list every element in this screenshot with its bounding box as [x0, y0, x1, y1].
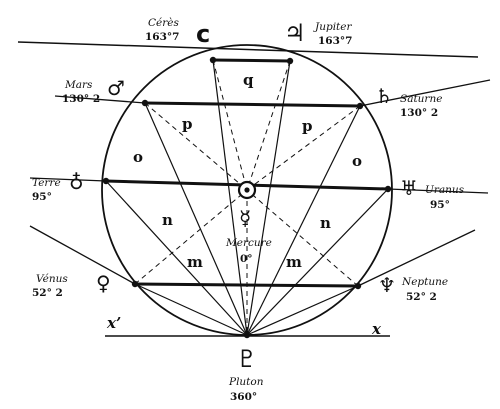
mercure-name: Mercure [225, 237, 272, 249]
zone-p-left: p [182, 115, 193, 133]
axis-x-prime-label: x’ [106, 314, 121, 332]
line-mars-oblique [54, 95, 146, 104]
saturne-value: 130° 2 [400, 107, 438, 119]
pluton-name: Pluton [228, 376, 264, 388]
zone-p-right: p [302, 117, 313, 135]
venus-name: Vénus [36, 273, 68, 285]
venus-value: 52° 2 [32, 287, 63, 299]
ceres-value: 163°7 [145, 31, 179, 43]
solid-rays [105, 59, 389, 336]
mercure-value: 0° [240, 253, 253, 265]
mars-icon: ♂ [107, 76, 125, 100]
zone-n-left: n [162, 211, 173, 229]
line-top-oblique [17, 41, 479, 58]
line-terre-left [29, 177, 107, 182]
zone-q: q [243, 71, 254, 89]
chord-mars-saturne [144, 101, 361, 108]
saturne-icon: ♄ [375, 84, 393, 108]
jupiter-name: Jupiter [313, 21, 352, 33]
uranus-name: Uranus [425, 184, 465, 196]
mercure-icon: ☿ [239, 206, 251, 230]
dashed-lines [134, 59, 361, 330]
ceres-icon: c [196, 20, 210, 48]
axis-x-label: x [371, 320, 382, 338]
chord-ceres-jupiter [212, 58, 291, 63]
line-saturne-oblique [359, 79, 491, 107]
zone-n-right: n [320, 214, 331, 232]
line-venus-left [29, 225, 136, 285]
pluton-value: 360° [230, 391, 257, 403]
zone-o-left: o [133, 148, 143, 166]
zone-m-left: m [187, 253, 203, 271]
neptune-value: 52° 2 [406, 291, 437, 303]
jupiter-icon: ♃ [284, 19, 306, 47]
neptune-name: Neptune [401, 276, 448, 288]
terre-name: Terre [32, 177, 61, 189]
terre-value: 95° [32, 191, 52, 203]
saturne-name: Saturne [400, 93, 442, 105]
ceres-name: Cérès [148, 17, 179, 29]
line-neptune-right [357, 229, 476, 287]
zone-m-right: m [286, 253, 302, 271]
neptune-icon: ♆ [378, 273, 396, 297]
intersection-points [102, 56, 392, 339]
venus-icon: ♀ [96, 271, 111, 295]
mars-name: Mars [64, 79, 93, 91]
mars-value: 130° 2 [62, 93, 100, 105]
pluton-icon: ♇ [236, 345, 258, 373]
zone-o-right: o [352, 152, 362, 170]
sun-icon [237, 180, 257, 200]
terre-icon: ♁ [69, 170, 84, 194]
uranus-value: 95° [430, 199, 450, 211]
line-uranus-right [387, 188, 489, 194]
jupiter-value: 163°7 [318, 35, 352, 47]
uranus-icon: ♅ [400, 176, 418, 200]
